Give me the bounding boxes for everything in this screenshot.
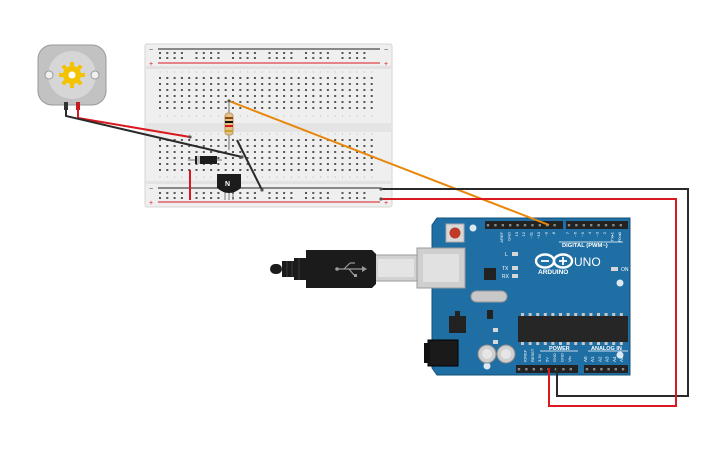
led-label-rx: RX <box>502 274 510 280</box>
npn-transistor[interactable]: N <box>217 174 241 200</box>
digital-pin-label: ~10 <box>536 231 541 239</box>
usb-cable[interactable] <box>270 250 418 288</box>
power-pin-label: GND <box>552 353 557 362</box>
motor-gear-icon <box>59 62 85 88</box>
rail-plus-label: + <box>149 200 153 207</box>
wire-transistor-gnd <box>236 139 263 191</box>
resistor[interactable] <box>224 103 234 150</box>
digital-header-label: DIGITAL (PWM~) <box>562 243 608 249</box>
digital-pin-label: 2 <box>602 231 607 234</box>
analog-pin-label: A3 <box>605 356 610 362</box>
wire-endpoints <box>188 99 383 201</box>
rail-minus-label: − <box>384 47 388 54</box>
usb-symbol-icon <box>335 262 367 277</box>
analog-pin-label: A4 <box>612 356 617 362</box>
usb-port[interactable] <box>416 247 466 289</box>
digital-pin-label: 12 <box>521 231 526 236</box>
analog-label: ANALOG IN <box>591 346 622 352</box>
power-label: POWER <box>549 346 570 352</box>
power-pin-label: Vin <box>567 356 572 362</box>
arduino-logo-icon <box>534 253 574 269</box>
led-label-tx: TX <box>502 266 509 272</box>
atmega-chip <box>518 313 628 345</box>
power-rail-plus-bottom: + + <box>149 200 388 207</box>
rail-minus-label: − <box>149 186 153 193</box>
digital-pin-label: 7 <box>565 231 570 234</box>
analog-pin-label: A2 <box>597 356 602 362</box>
digital-pin-label: ~11 <box>529 231 534 238</box>
transistor-label: N <box>225 181 230 188</box>
dc-motor[interactable] <box>37 44 107 110</box>
analog-pin-label: A5 <box>619 356 624 362</box>
voltage-regulator <box>449 311 466 333</box>
digital-pin-label: ~3 <box>595 231 600 236</box>
rail-minus-label: − <box>149 47 153 54</box>
wire-5v-red <box>381 198 677 407</box>
analog-pin-label: A1 <box>590 356 595 362</box>
on-led-label: ON <box>621 267 629 273</box>
reset-button[interactable] <box>445 223 465 243</box>
digital-pin-label: 4 <box>587 231 592 234</box>
arduino-brand: ARDUINO <box>538 269 568 276</box>
rail-plus-label: + <box>149 61 153 68</box>
power-pin-label: GND <box>559 353 564 362</box>
rail-plus-label: + <box>384 61 388 68</box>
wire-motor-black <box>65 108 243 158</box>
led-label-l: L <box>505 252 508 258</box>
rail-plus-label: + <box>384 200 388 207</box>
analog-pin-label: A0 <box>583 356 588 362</box>
power-header <box>516 365 578 373</box>
digital-pin-label: GND <box>506 232 511 241</box>
power-rail-minus-top: − − <box>149 47 388 54</box>
digital-header <box>485 221 628 229</box>
digital-pin-label: ~5 <box>580 231 585 236</box>
wire-gnd-black <box>381 188 689 397</box>
analog-header <box>584 365 628 373</box>
power-pin-label: 5V <box>545 357 550 362</box>
arduino-model: UNO <box>574 255 601 269</box>
digital-pin-label: TX▸1 <box>609 231 614 241</box>
capacitors <box>477 344 516 364</box>
power-rail-plus-top: + + <box>149 61 388 68</box>
digital-pin-label: ~6 <box>572 231 577 236</box>
diode[interactable] <box>188 156 222 164</box>
dc-power-jack[interactable] <box>424 339 459 367</box>
status-leds: L TX RX ON <box>502 252 629 280</box>
power-pin-label: IOREF <box>522 349 527 362</box>
power-pin-label: 3.3V <box>537 353 542 362</box>
digital-pin-label: AREF <box>499 231 504 242</box>
power-pin-label: RESET <box>530 348 535 362</box>
digital-pin-label: ~9 <box>543 231 548 236</box>
digital-pin-label: RX◂0 <box>617 231 622 242</box>
wire-signal-orange <box>228 100 550 226</box>
usb-chip <box>484 268 496 280</box>
crystal-oscillator <box>470 290 508 303</box>
wires <box>65 100 689 407</box>
digital-pin-label: 8 <box>551 231 556 234</box>
breadboard[interactable]: − − + + − − + + <box>144 43 393 208</box>
digital-pin-label: 13 <box>514 231 519 236</box>
